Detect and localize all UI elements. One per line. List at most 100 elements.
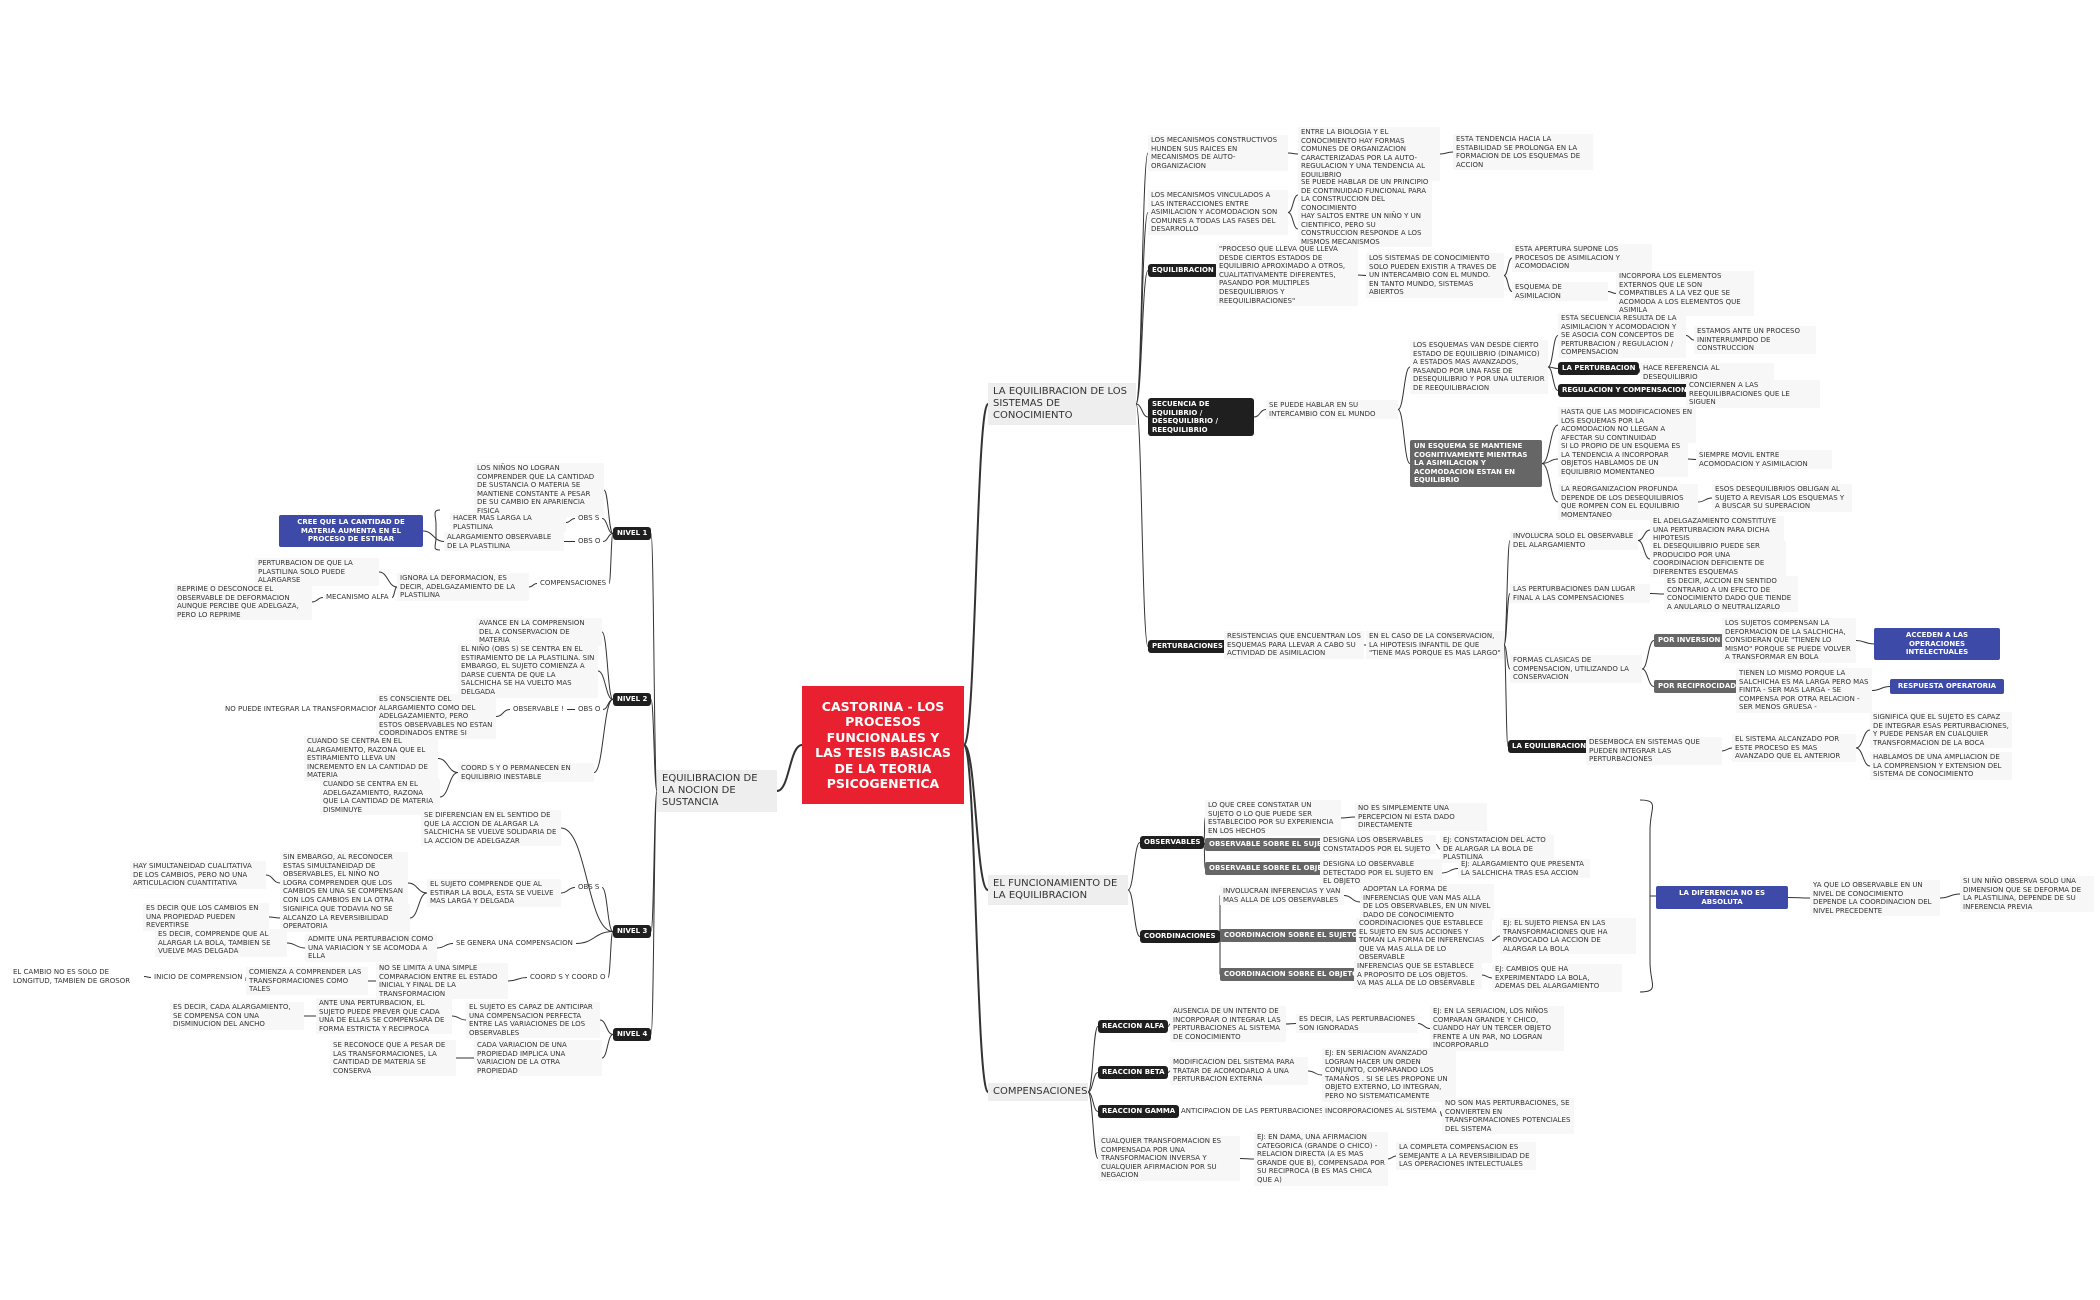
node-n1-alargamiento[interactable]: ALARGAMIENTO OBSERVABLE DE LA PLASTILINA [444, 532, 564, 552]
node-n1-ignora[interactable]: IGNORA LA DEFORMACION, ES DECIR, ADELGAZ… [397, 573, 529, 601]
node-tienen-lo-mismo[interactable]: TIENEN LO MISMO PORQUE LA SALCHICHA ES M… [1736, 668, 1872, 713]
node-n2-observable[interactable]: OBSERVABLE ! [513, 705, 564, 713]
label-respuesta-operatoria[interactable]: RESPUESTA OPERATORIA [1890, 679, 2004, 694]
branch-compensaciones[interactable]: COMPENSACIONES [988, 1083, 1088, 1101]
node-n3-es-decir-alargar[interactable]: ES DECIR, COMPRENDE QUE AL ALARGAR LA BO… [155, 929, 287, 957]
label-nivel-3[interactable]: NIVEL 3 [613, 925, 652, 938]
branch-sustancia[interactable]: EQUILIBRACION DE LA NOCION DE SUSTANCIA [657, 770, 777, 812]
node-coord-sujeto-txt[interactable]: COORDINACIONES QUE ESTABLECE EL SUJETO E… [1356, 918, 1492, 963]
node-ej-piensa[interactable]: EJ: EL SUJETO PIENSA EN LAS TRANSFORMACI… [1500, 918, 1636, 955]
node-saltos[interactable]: HAY SALTOS ENTRE UN NIÑO Y UN CIENTIFICO… [1298, 211, 1432, 248]
node-si-lo-propio[interactable]: SI LO PROPIO DE UN ESQUEMA ES LA TENDENC… [1558, 441, 1688, 478]
node-n3-no-se-limita[interactable]: NO SE LIMITA A UNA SIMPLE COMPARACION EN… [376, 963, 508, 1000]
node-n1-reprime[interactable]: REPRIME O DESCONOCE EL OBSERVABLE DE DEF… [174, 584, 312, 621]
node-alfa-txt[interactable]: AUSENCIA DE UN INTENTO DE INCORPORAR O I… [1170, 1006, 1286, 1043]
node-ej-cambios[interactable]: EJ: CAMBIOS QUE HA EXPERIMENTADO LA BOLA… [1492, 964, 1622, 992]
node-n3-inicio[interactable]: INICIO DE COMPRENSION [154, 973, 243, 981]
label-regulacion[interactable]: REGULACION Y COMPENSACION [1558, 384, 1691, 397]
node-n2-avance[interactable]: AVANCE EN LA COMPRENSION DEL A CONSERVAC… [476, 618, 602, 646]
label-nivel-1[interactable]: NIVEL 1 [613, 527, 652, 540]
node-coord-objeto-txt[interactable]: INFERENCIAS QUE SE ESTABLECE A PROPOSITO… [1354, 961, 1482, 989]
node-alfa-ej[interactable]: EJ: EN LA SERIACION, LOS NIÑOS COMPARAN … [1430, 1006, 1564, 1051]
node-los-sujetos[interactable]: LOS SUJETOS COMPENSAN LA DEFORMACION DE … [1722, 618, 1856, 663]
node-la-completa[interactable]: LA COMPLETA COMPENSACION ES SEMEJANTE A … [1396, 1142, 1536, 1170]
node-lo-que-cree[interactable]: LO QUE CREE CONSTATAR UN SUJETO O LO QUE… [1205, 800, 1341, 837]
node-n3-comprende[interactable]: EL SUJETO COMPRENDE QUE AL ESTIRAR LA BO… [427, 879, 561, 907]
node-ej-constatacion[interactable]: EJ: CONSTATACION DEL ACTO DE ALARGAR LA … [1440, 835, 1554, 863]
branch-funcionamiento[interactable]: EL FUNCIONAMIENTO DE LA EQUILIBRACION [988, 875, 1128, 905]
node-n2-cuando1[interactable]: CUANDO SE CENTRA EN EL ALARGAMIENTO, RAZ… [304, 736, 438, 781]
label-perturbaciones[interactable]: PERTURBACIONES [1148, 640, 1227, 653]
node-las-perturbaciones[interactable]: LAS PERTURBACIONES DAN LUGAR FINAL A LAS… [1510, 584, 1650, 604]
node-estamos[interactable]: ESTAMOS ANTE UN PROCESO ININTERRUMPIDO D… [1694, 326, 1816, 354]
node-n3-genera[interactable]: SE GENERA UNA COMPENSACION [456, 939, 573, 947]
node-si-un-nino[interactable]: SI UN NIÑO OBSERVA SOLO UNA DIMENSION QU… [1960, 876, 2094, 913]
node-n4-ante[interactable]: ANTE UNA PERTURBACION, EL SUJETO PUEDE P… [316, 998, 452, 1035]
node-n4-cada[interactable]: CADA VARIACION DE UNA PROPIEDAD IMPLICA … [474, 1040, 602, 1077]
node-gamma-no[interactable]: NO SON MAS PERTURBACIONES, SE CONVIERTEN… [1442, 1098, 1574, 1135]
node-apertura[interactable]: ESTA APERTURA SUPONE LOS PROCESOS DE ASI… [1512, 244, 1652, 272]
node-no-es-simplemente[interactable]: NO ES SIMPLEMENTE UNA PERCEPCION NI ESTA… [1355, 803, 1487, 831]
node-principio[interactable]: SE PUEDE HABLAR DE UN PRINCIPIO DE CONTI… [1298, 177, 1432, 214]
node-incorpora[interactable]: INCORPORA LOS ELEMENTOS EXTERNOS QUE LE … [1616, 271, 1754, 316]
node-n4-es-decir[interactable]: ES DECIR, CADA ALARGAMIENTO, SE COMPENSA… [170, 1002, 304, 1030]
label-coord-objeto[interactable]: COORDINACION SOBRE EL OBJETO [1220, 968, 1363, 981]
label-un-esquema[interactable]: UN ESQUEMA SE MANTIENE COGNITIVAMENTE MI… [1410, 440, 1542, 487]
node-intercambio[interactable]: SE PUEDE HABLAR EN SU INTERCAMBIO CON EL… [1266, 400, 1398, 420]
node-adelgazamiento[interactable]: EL ADELGAZAMIENTO CONSTITUYE UNA PERTURB… [1650, 516, 1784, 544]
node-n1-ninos[interactable]: LOS NIÑOS NO LOGRAN COMPRENDER QUE LA CA… [474, 463, 604, 517]
label-por-inversion[interactable]: POR INVERSION [1654, 634, 1725, 647]
node-ej-alargamiento[interactable]: EJ: ALARGAMIENTO QUE PRESENTA LA SALCHIC… [1458, 859, 1590, 879]
node-proceso[interactable]: "PROCESO QUE LLEVA QUE LLEVA DESDE CIERT… [1216, 244, 1358, 307]
node-en-el-caso[interactable]: EN EL CASO DE LA CONSERVACION, LA HIPOTE… [1366, 631, 1504, 659]
node-n1-perturbacion[interactable]: PERTURBACION DE QUE LA PLASTILINA SOLO P… [255, 558, 379, 586]
node-obs-s-1[interactable]: OBS S [578, 514, 600, 522]
node-mec-vinculados[interactable]: LOS MECANISMOS VINCULADOS A LAS INTERACC… [1148, 190, 1288, 235]
node-siempre-movil[interactable]: SIEMPRE MOVIL ENTRE ACOMODACION Y ASIMIL… [1696, 450, 1832, 470]
node-n3-hay-simult[interactable]: HAY SIMULTANEIDAD CUALITATIVA DE LOS CAM… [130, 861, 266, 889]
node-involucra[interactable]: INVOLUCRA SOLO EL OBSERVABLE DEL ALARGAM… [1510, 531, 1638, 551]
node-biologia[interactable]: ENTRE LA BIOLOGIA Y EL CONOCIMIENTO HAY … [1298, 127, 1440, 181]
node-obs-o-2[interactable]: OBS O [578, 705, 601, 713]
node-sistema-alcanzado[interactable]: EL SISTEMA ALCANZADO POR ESTE PROCESO ES… [1732, 734, 1856, 762]
node-desemboca[interactable]: DESEMBOCA EN SISTEMAS QUE PUEDEN INTEGRA… [1586, 737, 1722, 765]
node-ya-que[interactable]: YA QUE LO OBSERVABLE EN UN NIVEL DE CONO… [1810, 880, 1940, 917]
node-significa[interactable]: SIGNIFICA QUE EL SUJETO ES CAPAZ DE INTE… [1870, 712, 2012, 749]
label-reaccion-gamma[interactable]: REACCION GAMMA [1098, 1105, 1180, 1118]
node-obs-o-1[interactable]: OBS O [578, 537, 601, 545]
node-esquemas-van[interactable]: LOS ESQUEMAS VAN DESDE CIERTO ESTADO DE … [1410, 340, 1548, 394]
node-hablamos[interactable]: HABLAMOS DE UNA AMPLIACION DE LA COMPREN… [1870, 752, 2012, 780]
label-coord-sujeto[interactable]: COORDINACION SOBRE EL SUJETO [1220, 929, 1362, 942]
label-diferencia[interactable]: LA DIFERENCIA NO ES ABSOLUTA [1656, 886, 1788, 910]
node-n1-mec-alfa[interactable]: MECANISMO ALFA [326, 593, 389, 601]
node-n2-nino[interactable]: EL NIÑO (OBS S) SE CENTRA EN EL ESTIRAMI… [458, 644, 598, 698]
node-n3-significa[interactable]: SIGNIFICA QUE TODAVIA NO SE ALCANZO LA R… [280, 904, 410, 932]
node-beta-ej[interactable]: EJ: EN SERIACION AVANZADO LOGRAN HACER U… [1322, 1048, 1456, 1102]
label-reaccion-beta[interactable]: REACCION BETA [1098, 1066, 1169, 1079]
node-sistemas-abiertos[interactable]: LOS SISTEMAS DE CONOCIMIENTO SOLO PUEDEN… [1366, 253, 1504, 298]
node-reorganizacion[interactable]: LA REORGANIZACION PROFUNDA DEPENDE DE LO… [1558, 484, 1698, 521]
label-por-reciprocidad[interactable]: POR RECIPROCIDAD [1654, 680, 1741, 693]
node-adoptan[interactable]: ADOPTAN LA FORMA DE INFERENCIAS QUE VAN … [1360, 884, 1494, 921]
label-nivel-2[interactable]: NIVEL 2 [613, 693, 652, 706]
node-n1-compensaciones[interactable]: COMPENSACIONES [540, 579, 607, 587]
node-hace-referencia[interactable]: HACE REFERENCIA AL DESEQUILIBRIO [1640, 363, 1774, 383]
node-gamma-txt[interactable]: ANTICIPACION DE LAS PERTURBACIONES [1181, 1107, 1324, 1115]
node-n2-no-puede[interactable]: NO PUEDE INTEGRAR LA TRANSFORMACION [225, 705, 379, 713]
node-n3-sin-embargo[interactable]: SIN EMBARGO, AL RECONOCER ESTAS SIMULTAN… [280, 852, 408, 915]
node-n3-comienza[interactable]: COMIENZA A COMPRENDER LAS TRANSFORMACION… [246, 967, 368, 995]
node-n2-consciente[interactable]: ES CONSCIENTE DEL ALARGAMIENTO COMO DEL … [376, 694, 496, 739]
node-n3-cambio[interactable]: EL CAMBIO NO ES SOLO DE LONGITUD, TAMBIE… [13, 968, 131, 985]
node-desequilibrio-puede[interactable]: EL DESEQUILIBRIO PUEDE SER PRODUCIDO POR… [1650, 541, 1786, 578]
label-obs-objeto[interactable]: OBSERVABLE SOBRE EL OBJETO [1205, 862, 1337, 875]
node-formas-clasicas[interactable]: FORMAS CLASICAS DE COMPENSACION, UTILIZA… [1510, 655, 1642, 683]
node-beta-txt[interactable]: MODIFICACION DEL SISTEMA PARA TRATAR DE … [1170, 1057, 1308, 1085]
root-topic[interactable]: CASTORINA - LOS PROCESOS FUNCIONALES Y L… [802, 686, 964, 804]
node-tendencia[interactable]: ESTA TENDENCIA HACIA LA ESTABILIDAD SE P… [1453, 134, 1593, 171]
node-n3-diferencian[interactable]: SE DIFERENCIAN EN EL SENTIDO DE QUE LA A… [421, 810, 561, 847]
node-n3-es-decir-cambios[interactable]: ES DECIR QUE LOS CAMBIOS EN UNA PROPIEDA… [143, 903, 269, 931]
node-n3-admite[interactable]: ADMITE UNA PERTURBACION COMO UNA VARIACI… [305, 934, 437, 962]
node-n4-reconoce[interactable]: SE RECONOCE QUE A PESAR DE LAS TRANSFORM… [330, 1040, 456, 1077]
node-ej-dama[interactable]: EJ: EN DAMA, UNA AFIRMACION CATEGORICA (… [1254, 1132, 1388, 1186]
label-obs-sujeto[interactable]: OBSERVABLE SOBRE EL SUJETO [1205, 838, 1337, 851]
